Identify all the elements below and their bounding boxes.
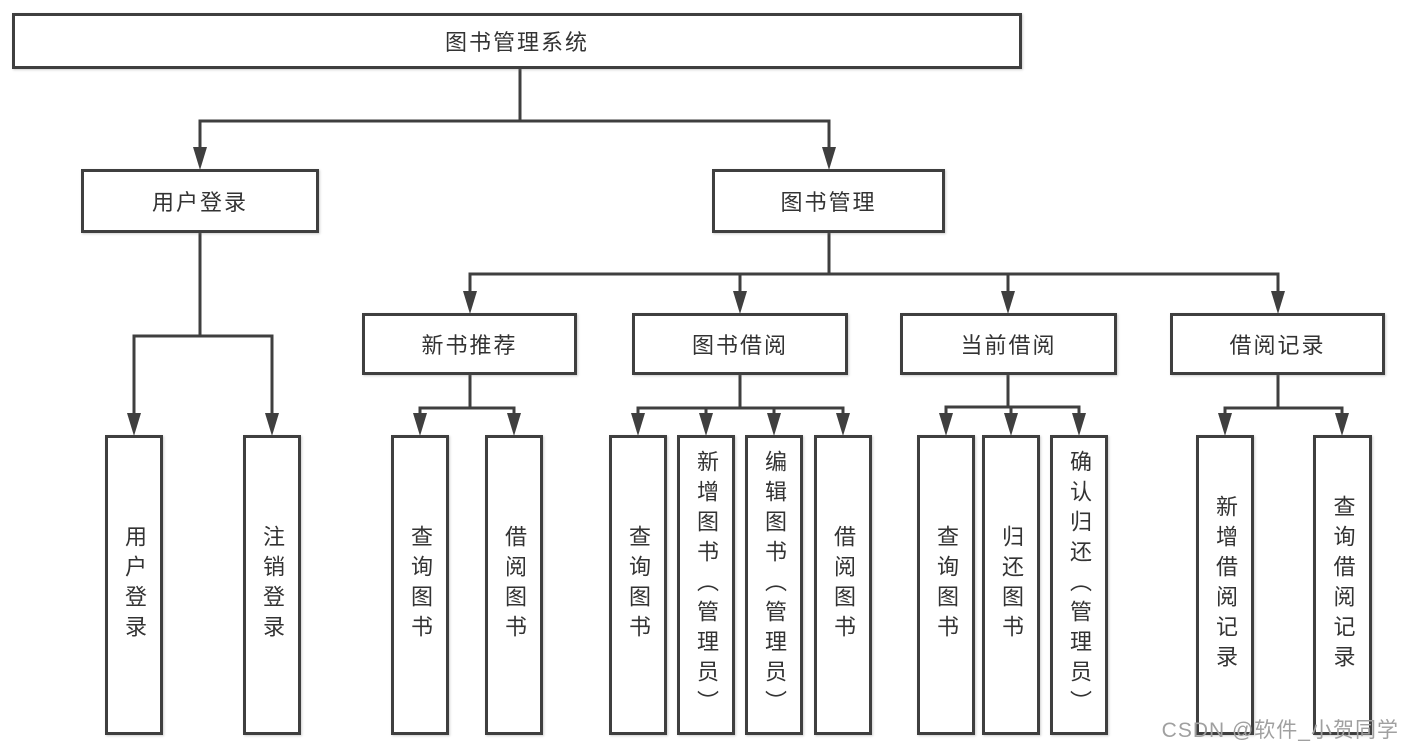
- arrowheads: [127, 147, 1349, 436]
- leaf-return-books: 归还图书: [982, 435, 1040, 735]
- node-book-borrowing: 图书借阅: [632, 313, 848, 375]
- leaf-borrow-books-recommend: 借阅图书: [485, 435, 543, 735]
- leaf-user-login: 用户登录: [105, 435, 163, 735]
- leaf-borrow-books: 借阅图书: [814, 435, 872, 735]
- leaf-add-borrow-record: 新增借阅记录: [1196, 435, 1254, 735]
- node-user-login: 用户登录: [81, 169, 319, 233]
- leaf-query-books-borrow: 查询图书: [609, 435, 667, 735]
- csdn-watermark: CSDN @软件_小贺同学: [1161, 719, 1399, 742]
- leaf-query-books-recommend: 查询图书: [391, 435, 449, 735]
- connector-spines: [132, 69, 1344, 418]
- node-book-management: 图书管理: [712, 169, 945, 233]
- node-current-borrowing: 当前借阅: [900, 313, 1117, 375]
- leaf-add-books-admin: 新增图书（管理员）: [677, 435, 735, 735]
- leaf-edit-books-admin: 编辑图书（管理员）: [745, 435, 803, 735]
- node-borrowing-records: 借阅记录: [1170, 313, 1385, 375]
- leaf-query-books-current: 查询图书: [917, 435, 975, 735]
- leaf-logout-login: 注销登录: [243, 435, 301, 735]
- node-new-book-recommend: 新书推荐: [362, 313, 577, 375]
- leaf-confirm-return-admin: 确认归还（管理员）: [1050, 435, 1108, 735]
- leaf-query-borrow-record: 查询借阅记录: [1313, 435, 1372, 735]
- node-library-management-system: 图书管理系统: [12, 13, 1022, 69]
